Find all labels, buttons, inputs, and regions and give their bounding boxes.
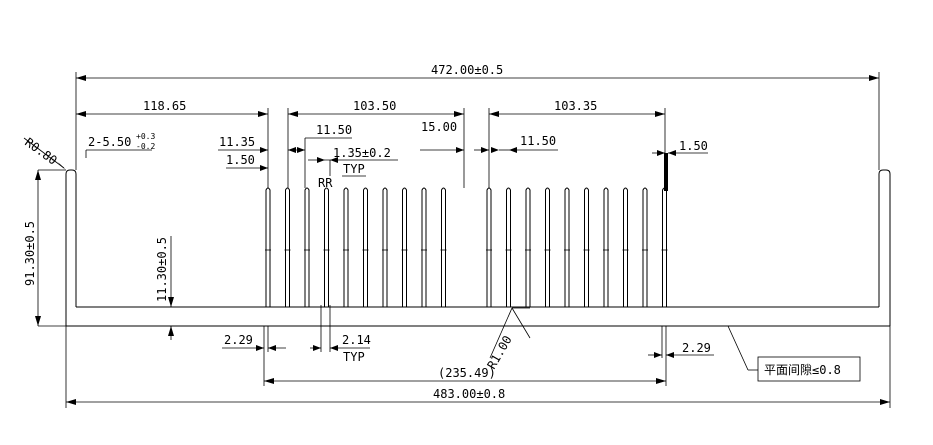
fin-group [265,187,668,307]
dim-base-thick: 11.30±0.5 [155,237,169,302]
dim-rr: RR [318,176,333,190]
fin-17 [603,187,609,307]
dim-overall-bot: 483.00±0.8 [433,387,505,401]
fin-7 [382,187,388,307]
fin-20 [662,187,667,307]
dim-group-left: 103.50 [353,99,396,113]
fin-1 [265,187,271,307]
dim-typ-top: TYP [343,162,365,176]
fin-2 [285,187,290,307]
fin-18 [623,187,628,307]
fin-15 [564,187,570,307]
dim-bot-mid: 2.14 [342,333,371,347]
dim-group-right: 103.35 [554,99,597,113]
dim-fin-w-left-a: 11.35 [219,135,255,149]
profile-outline [65,169,891,327]
dim-overall-top: 472.00±0.5 [431,63,503,77]
fin-5 [343,187,349,307]
fin-13 [525,187,531,307]
fin-19 [642,187,648,307]
fin-4 [324,187,329,307]
fin-8 [402,187,407,307]
dim-fin-t-right: 1.50 [679,139,708,153]
dim-fin-tip: 1.35±0.2 [333,146,391,160]
dim-fin-span: (235.49) [438,366,496,380]
fin-10 [441,187,446,307]
dim-fin-w-right: 11.50 [520,134,556,148]
fin-16 [584,187,589,307]
fin-14 [545,187,550,307]
fin-12 [506,187,511,307]
fin-3 [304,187,310,307]
dim-tol-lower: -0.2 [136,142,155,151]
dim-fin-w-left-b: 11.50 [316,123,352,137]
dim-typ-bot: TYP [343,350,365,364]
dim-bot-right: 2.29 [682,341,711,355]
fin-11 [486,187,492,307]
dim-bot-left: 2.29 [224,333,253,347]
dim-height-total: 91.30±0.5 [23,221,37,286]
dimension-lines [23,72,891,408]
dim-notch-left: 2-5.50 [88,135,131,149]
dimension-labels: 472.00±0.5 118.65 103.50 103.35 2-5.50 +… [22,63,841,401]
dim-tol-upper: +0.3 [136,132,155,141]
fin-9 [421,187,427,307]
flatness-note: 平面间隙≤0.8 [764,363,841,377]
dim-gap-center: 15.00 [421,120,457,134]
dim-fin-t-left: 1.50 [226,153,255,167]
dim-left-offset: 118.65 [143,99,186,113]
fin-6 [363,187,368,307]
dim-corner-r: R0.80 [22,135,59,168]
